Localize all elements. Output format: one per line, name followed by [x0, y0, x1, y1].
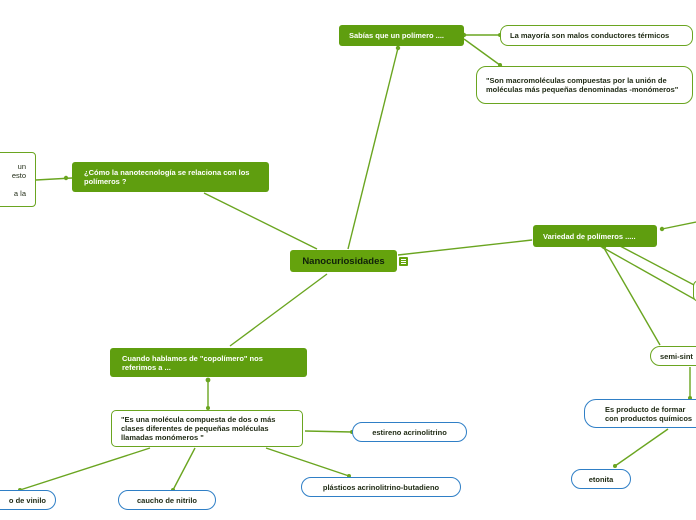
- leaf-etonita[interactable]: etonita: [571, 469, 631, 489]
- leaf-caucho[interactable]: caucho de nitrilo: [118, 490, 216, 510]
- topic-variedad-label: Variedad de polímeros .....: [543, 231, 636, 241]
- topic-sabias-label: Sabías que un polímero ....: [349, 31, 445, 40]
- link-center-variedad: [397, 239, 533, 256]
- leaf-estireno-label: estireno acrinolitrino: [372, 427, 447, 437]
- topic-sabias[interactable]: Sabías que un polímero ....: [339, 25, 464, 46]
- leaf-vinilo-label: o de vinilo: [8, 495, 46, 505]
- link-molecula-estireno: [304, 430, 353, 433]
- link-variedad-right-mid2: [599, 245, 696, 301]
- leaf-plasticos-label: plásticos acrinolitrino-butadieno: [322, 482, 440, 492]
- topic-nanotec-label: ¿Cómo la nanotecnología se relaciona con…: [84, 168, 250, 186]
- leaf-mayoria[interactable]: La mayoría son malos conductores térmico…: [500, 25, 693, 46]
- link-center-nanotec: [203, 192, 318, 250]
- leaf-producto[interactable]: Es producto de formar con productos quím…: [584, 399, 696, 428]
- notes-icon[interactable]: [399, 257, 408, 266]
- link-variedad-right-top: [661, 221, 696, 230]
- link-sabias-macro: [463, 38, 505, 69]
- leaf-semi[interactable]: semi-sint: [650, 346, 696, 366]
- topic-nanotec[interactable]: ¿Cómo la nanotecnología se relaciona con…: [72, 162, 269, 192]
- link-variedad-semi: [603, 247, 661, 346]
- leaf-mayoria-label: La mayoría son malos conductores térmico…: [510, 31, 670, 40]
- central-topic-label: Nanocuriosidades: [302, 255, 385, 267]
- link-molecula-vinilo: [19, 447, 151, 491]
- leaf-molecula-label: "Es una molécula compuesta de dos o más …: [121, 415, 276, 442]
- topic-copolimero-label: Cuando hablamos de "copolímero" nos refe…: [122, 353, 263, 372]
- leaf-nanotec-partial[interactable]: un esto a la: [0, 152, 36, 207]
- leaf-plasticos[interactable]: plásticos acrinolitrino-butadieno: [301, 477, 461, 497]
- topic-copolimero[interactable]: Cuando hablamos de "copolímero" nos refe…: [110, 348, 307, 377]
- link-producto-etonita: [614, 428, 669, 467]
- link-molecula-plasticos: [265, 447, 350, 477]
- leaf-caucho-label: caucho de nitrilo: [136, 495, 197, 505]
- leaf-macromoleculas[interactable]: "Son macromoléculas compuestas por la un…: [476, 66, 693, 104]
- leaf-estireno[interactable]: estireno acrinolitrino: [352, 422, 467, 442]
- leaf-vinilo[interactable]: o de vinilo: [0, 490, 56, 510]
- leaf-producto-label: Es producto de formar con productos quím…: [605, 404, 693, 423]
- link-molecula-caucho: [172, 447, 196, 491]
- leaf-nanotec-partial-label: un esto a la: [11, 161, 26, 198]
- link-variedad-right-mid: [619, 245, 696, 287]
- link-center-copolimero: [229, 273, 328, 347]
- link-center-sabias: [347, 47, 399, 250]
- leaf-molecula[interactable]: "Es una molécula compuesta de dos o más …: [111, 410, 303, 447]
- leaf-semi-label: semi-sint: [660, 351, 693, 361]
- central-topic[interactable]: Nanocuriosidades: [290, 250, 397, 272]
- leaf-etonita-label: etonita: [588, 474, 614, 484]
- leaf-macromoleculas-label: "Son macromoléculas compuestas por la un…: [486, 76, 679, 94]
- topic-variedad[interactable]: Variedad de polímeros .....: [533, 225, 657, 247]
